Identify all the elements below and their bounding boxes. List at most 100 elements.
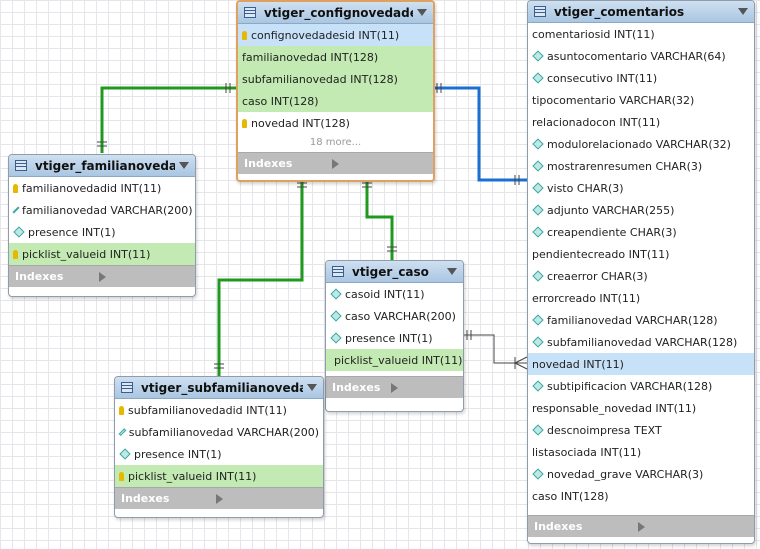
- table-icon: [534, 6, 546, 17]
- diamond-icon: [330, 310, 342, 322]
- column-label: tipocomentario VARCHAR(32): [532, 93, 695, 107]
- chevron-down-icon[interactable]: [179, 162, 189, 169]
- column-row[interactable]: listasociada INT(11): [528, 441, 754, 463]
- column-row[interactable]: tipocomentario VARCHAR(32): [528, 89, 754, 111]
- column-label: familianovedad VARCHAR(200): [22, 203, 193, 217]
- column-row[interactable]: familianovedad VARCHAR(200): [9, 199, 195, 221]
- column-row[interactable]: novedad_grave VARCHAR(3): [528, 463, 754, 485]
- column-row[interactable]: caso INT(128): [238, 90, 433, 112]
- expand-arrow-icon[interactable]: [391, 382, 457, 393]
- diamond-icon: [119, 448, 131, 460]
- indexes-section[interactable]: Indexes: [9, 265, 195, 287]
- column-label: subfamilianovedad VARCHAR(200): [128, 425, 319, 439]
- column-row[interactable]: caso INT(128): [528, 485, 754, 507]
- column-row[interactable]: picklist_valueid INT(11): [326, 349, 463, 371]
- diamond-icon: [532, 424, 544, 436]
- column-label: presence INT(1): [345, 331, 433, 345]
- column-row[interactable]: descnoimpresa TEXT: [528, 419, 754, 441]
- table-icon: [244, 7, 256, 18]
- key-icon: [13, 249, 18, 259]
- column-row[interactable]: subtipificacion VARCHAR(128): [528, 375, 754, 397]
- column-row[interactable]: presence INT(1): [9, 221, 195, 243]
- diamond-icon: [532, 468, 544, 480]
- table-header[interactable]: vtiger_comentarios: [528, 1, 754, 23]
- chevron-down-icon[interactable]: [417, 9, 427, 16]
- column-row[interactable]: creaerror CHAR(3): [528, 265, 754, 287]
- column-row[interactable]: picklist_valueid INT(11): [115, 465, 323, 487]
- diamond-icon: [532, 72, 544, 84]
- column-row[interactable]: subfamilianovedad VARCHAR(200): [115, 421, 323, 443]
- column-row[interactable]: familianovedad INT(128): [238, 46, 433, 68]
- column-row[interactable]: subfamilianovedad INT(128): [238, 68, 433, 90]
- indexes-section[interactable]: Indexes: [238, 152, 433, 174]
- column-row[interactable]: subfamilianovedad VARCHAR(128): [528, 331, 754, 353]
- key-icon: [13, 183, 18, 193]
- column-row[interactable]: adjunto VARCHAR(255): [528, 199, 754, 221]
- column-label: creaerror CHAR(3): [547, 269, 648, 283]
- diamond-icon: [13, 226, 25, 238]
- table-subfamilianovedad[interactable]: vtiger_subfamilianovedad subfamilianoved…: [114, 376, 324, 518]
- column-label: consecutivo INT(11): [547, 71, 658, 85]
- diamond-icon: [532, 50, 544, 62]
- column-row[interactable]: consecutivo INT(11): [528, 67, 754, 89]
- expand-arrow-icon[interactable]: [332, 158, 427, 169]
- table-header[interactable]: vtiger_familianovedad: [9, 155, 195, 177]
- column-row[interactable]: familianovedadid INT(11): [9, 177, 195, 199]
- chevron-down-icon[interactable]: [738, 8, 748, 15]
- more-columns-label[interactable]: 18 more...: [309, 137, 362, 148]
- column-row[interactable]: novedad INT(11): [528, 353, 754, 375]
- indexes-label: Indexes: [534, 520, 583, 533]
- column-label: presence INT(1): [134, 447, 222, 461]
- diamond-icon: [12, 206, 20, 214]
- expand-arrow-icon[interactable]: [215, 493, 318, 504]
- table-caso[interactable]: vtiger_caso casoid INT(11) caso VARCHAR(2…: [325, 260, 464, 412]
- indexes-section[interactable]: Indexes: [528, 515, 754, 537]
- column-row[interactable]: familianovedad VARCHAR(128): [528, 309, 754, 331]
- column-row[interactable]: presence INT(1): [115, 443, 323, 465]
- expand-arrow-icon[interactable]: [637, 521, 749, 532]
- table-comentarios[interactable]: vtiger_comentarios comentariosid INT(11)…: [527, 0, 755, 544]
- diamond-icon: [532, 314, 544, 326]
- column-label: novedad INT(128): [251, 116, 350, 130]
- column-row[interactable]: subfamilianovedadid INT(11): [115, 399, 323, 421]
- column-row[interactable]: comentariosid INT(11): [528, 23, 754, 45]
- table-icon: [332, 266, 344, 277]
- expand-arrow-icon[interactable]: [98, 271, 190, 282]
- table-confignovedades[interactable]: vtiger_confignovedades confignovedadesid…: [236, 0, 435, 182]
- indexes-section[interactable]: Indexes: [326, 376, 463, 398]
- column-row[interactable]: visto CHAR(3): [528, 177, 754, 199]
- column-row[interactable]: errorcreado INT(11): [528, 287, 754, 309]
- diamond-icon: [118, 428, 127, 436]
- column-label: descnoimpresa TEXT: [547, 423, 662, 437]
- column-row[interactable]: confignovedadesid INT(11): [238, 24, 433, 46]
- column-label: picklist_valueid INT(11): [334, 353, 463, 367]
- indexes-section[interactable]: Indexes: [115, 487, 323, 509]
- column-label: subtipificacion VARCHAR(128): [547, 379, 713, 393]
- column-row[interactable]: modulorelacionado VARCHAR(32): [528, 133, 754, 155]
- column-row[interactable]: responsable_novedad INT(11): [528, 397, 754, 419]
- column-label: novedad_grave VARCHAR(3): [547, 467, 704, 481]
- column-row[interactable]: pendientecreado INT(11): [528, 243, 754, 265]
- column-label: modulorelacionado VARCHAR(32): [547, 137, 731, 151]
- column-label: confignovedadesid INT(11): [251, 28, 400, 42]
- column-row[interactable]: creapendiente CHAR(3): [528, 221, 754, 243]
- indexes-label: Indexes: [15, 270, 64, 283]
- column-row[interactable]: relacionadocon INT(11): [528, 111, 754, 133]
- column-row[interactable]: asuntocomentario VARCHAR(64): [528, 45, 754, 67]
- column-row[interactable]: caso VARCHAR(200): [326, 305, 463, 327]
- table-header[interactable]: vtiger_subfamilianovedad: [115, 377, 323, 399]
- chevron-down-icon[interactable]: [307, 384, 317, 391]
- column-list: familianovedadid INT(11) familianovedad V…: [9, 177, 195, 265]
- table-header[interactable]: vtiger_caso: [326, 261, 463, 283]
- chevron-down-icon[interactable]: [447, 268, 457, 275]
- column-row[interactable]: novedad INT(128): [238, 112, 433, 134]
- table-title: vtiger_subfamilianovedad: [141, 380, 303, 395]
- column-row[interactable]: presence INT(1): [326, 327, 463, 349]
- relation-line-familianovedad: [100, 86, 237, 153]
- column-label: caso VARCHAR(200): [345, 309, 456, 323]
- column-row[interactable]: mostrarenresumen CHAR(3): [528, 155, 754, 177]
- column-row[interactable]: casoid INT(11): [326, 283, 463, 305]
- table-header[interactable]: vtiger_confignovedades: [238, 2, 433, 24]
- column-row[interactable]: picklist_valueid INT(11): [9, 243, 195, 265]
- table-familianovedad[interactable]: vtiger_familianovedad familianovedadid I…: [8, 154, 196, 297]
